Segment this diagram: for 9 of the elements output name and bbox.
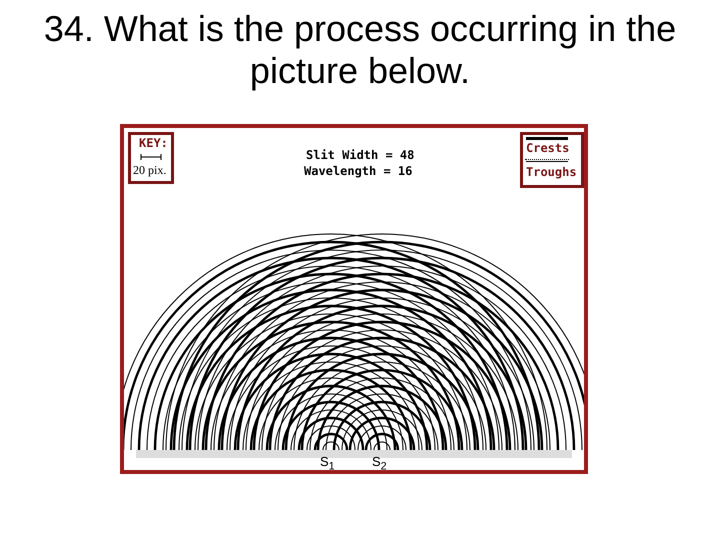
source-label: S$_{1}$ bbox=[320, 454, 335, 473]
title: 34. What is the process occurring in the picture below. bbox=[42, 8, 678, 92]
key-heading: KEY: bbox=[139, 136, 168, 150]
legend-text: Troughs bbox=[526, 165, 577, 179]
parameter-label: Wavelength = 16 bbox=[304, 164, 412, 178]
parameter-label: Slit Width = 48 bbox=[306, 148, 414, 162]
source-label: S$_{2}$ bbox=[372, 454, 387, 473]
scale-label: 20 pix. bbox=[133, 163, 166, 178]
legend-text: Crests bbox=[526, 141, 570, 155]
